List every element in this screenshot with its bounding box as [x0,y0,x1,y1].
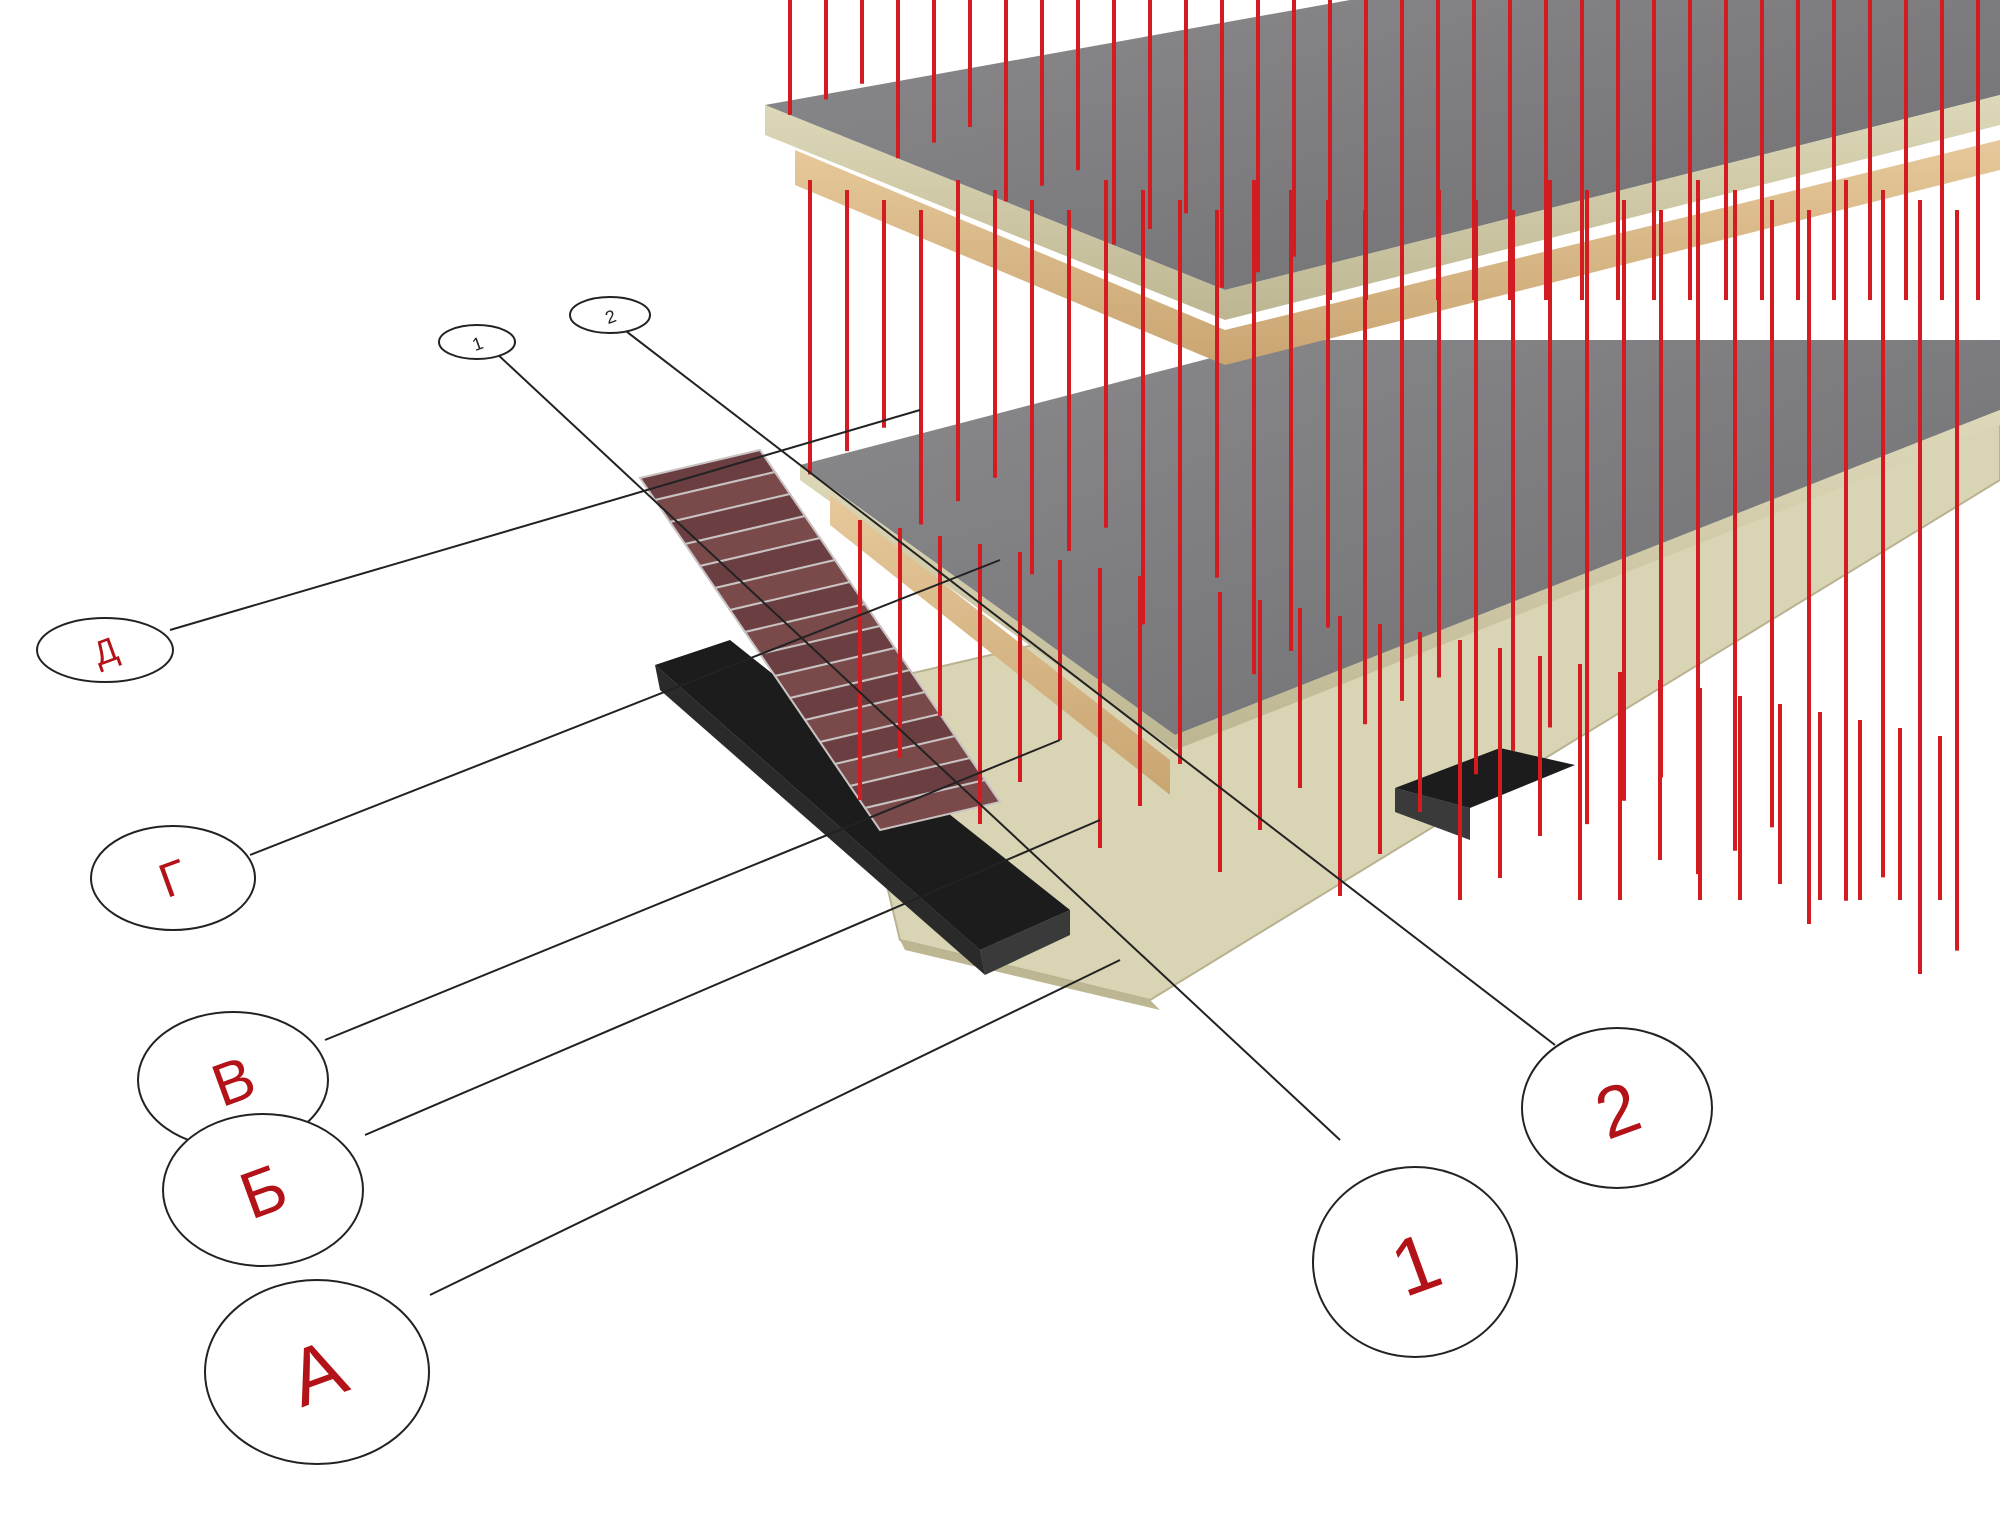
callout-D: Д [36,617,174,683]
leader-lines [169,314,1556,1296]
upper-slab [765,0,2000,365]
callout-1-small: 1 [438,324,516,360]
callout-B: Б [162,1113,364,1267]
callout-G: Г [90,825,256,931]
callout-V: В [137,1011,329,1149]
rebar-field [788,0,1980,974]
black-base-right [1395,748,1575,840]
callout-1-large: 1 [1312,1166,1518,1358]
callout-2-small: 2 [569,296,651,334]
callout-A: А [204,1279,430,1465]
callout-2-large: 2 [1521,1027,1713,1189]
